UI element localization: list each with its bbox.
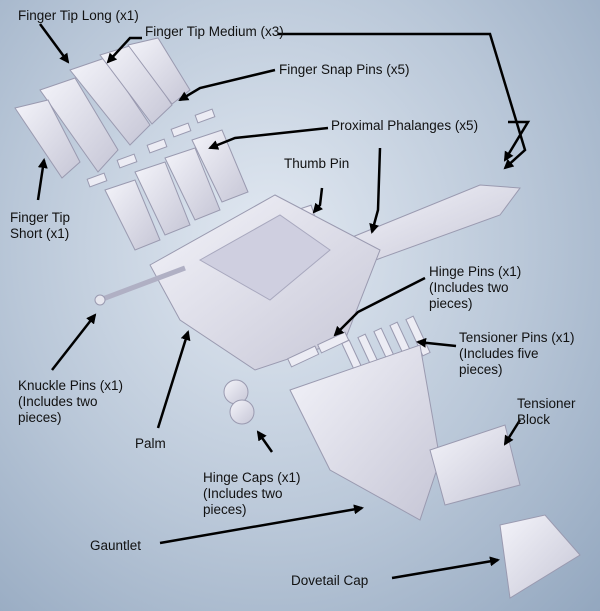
knuckle-pins-parts <box>94 265 186 306</box>
label-tensioner-block: Tensioner Block <box>517 396 576 427</box>
label-gauntlet: Gauntlet <box>90 538 142 553</box>
callout-arrows <box>36 23 531 580</box>
label-finger-snap-pins: Finger Snap Pins (x5) <box>279 62 410 77</box>
label-hinge-caps: Hinge Caps (x1) (Includes two pieces) <box>203 470 301 517</box>
label-palm: Palm <box>135 436 166 451</box>
finger-tip-long-part <box>39 77 119 173</box>
label-finger-tip-medium: Finger Tip Medium (x3) <box>145 24 284 39</box>
label-finger-tip-long: Finger Tip Long (x1) <box>18 8 139 23</box>
label-hinge-pins: Hinge Pins (x1) (Includes two pieces) <box>429 264 522 311</box>
label-knuckle-pins: Knuckle Pins (x1) (Includes two pieces) <box>18 378 124 425</box>
finger-tip-short-part <box>14 99 81 179</box>
hinge-caps-parts <box>223 379 255 425</box>
label-proximal-phalanges: Proximal Phalanges (x5) <box>331 118 479 133</box>
proximal-phalanges-parts <box>104 129 249 251</box>
label-dovetail-cap: Dovetail Cap <box>291 573 369 588</box>
label-thumb-pin: Thumb Pin <box>284 156 350 171</box>
label-finger-tip-short: Finger Tip Short (x1) <box>10 210 71 241</box>
finger-snap-pins-parts <box>86 108 216 188</box>
tensioner-block-part <box>429 424 521 506</box>
hinge-pins-parts <box>287 331 350 368</box>
label-tensioner-pins: Tensioner Pins (x1) (Includes five piece… <box>459 330 575 377</box>
dovetail-cap-part <box>499 514 581 599</box>
gauntlet-part <box>289 344 441 521</box>
palm-part <box>149 194 381 371</box>
